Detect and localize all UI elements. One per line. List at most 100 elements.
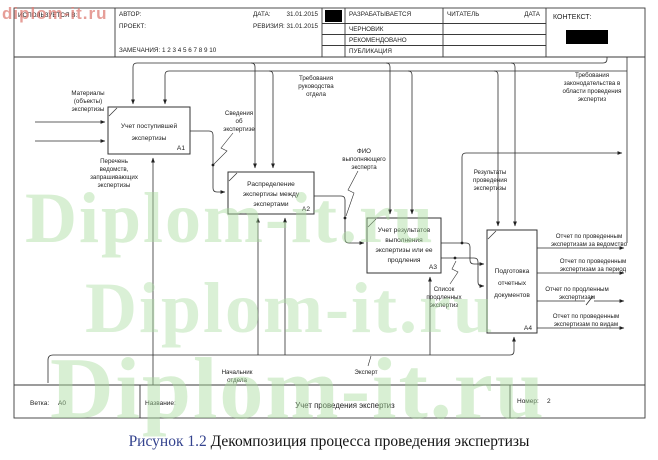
label-report-period: Отчет по проведенным [560, 258, 627, 265]
label-expert-name: эксперта [351, 164, 377, 171]
figure-caption-number: Рисунок 1.2 [128, 433, 207, 450]
status-row-publication: ПУБЛИКАЦИЯ [349, 48, 392, 55]
label-departments: ведомств, [100, 166, 129, 173]
reader-label: ЧИТАТЕЛЬ [447, 11, 479, 18]
label-materials: (объекты) [74, 98, 102, 105]
corner-mark-a2 [228, 172, 238, 182]
figure-caption-text: Декомпозиция процесса проведения эксперт… [210, 433, 530, 450]
leader-expert [367, 355, 372, 367]
project-label: ПРОЕКТ: [119, 23, 146, 30]
arrow-control-a4-left [493, 70, 500, 227]
sheet-border [13, 7, 646, 419]
arrow-a3-to-a4-upper [441, 242, 485, 266]
diagram-title: Учет проведения экспертиз [295, 401, 395, 410]
arrow-labels: Материалы (объекты) экспертизы Перечень … [71, 72, 627, 384]
label-law-req: области проведения [563, 88, 622, 95]
label-results: экспертизы [474, 185, 507, 192]
arrow-a1-to-a2 [190, 130, 226, 194]
activity-box-a4 [486, 229, 538, 334]
box-a3-label: продления [387, 257, 420, 264]
number-value: 2 [547, 398, 551, 405]
label-materials: экспертизы [72, 106, 105, 113]
box-a2-code: А2 [302, 206, 310, 213]
label-departments: Перечень [100, 158, 128, 165]
label-report-dept: Отчет по проведенным [556, 233, 623, 240]
label-mgmt-req: руководства [298, 83, 334, 90]
label-report-prolonged: экспертизам [559, 294, 595, 301]
leader-info [213, 132, 234, 165]
header-grid [13, 7, 646, 419]
box-a1-label: экспертизы [132, 135, 167, 142]
figure-caption: Рисунок 1.2 Декомпозиция процесса провед… [0, 433, 658, 451]
label-chief: отдела [227, 377, 247, 384]
line-break-slash [585, 295, 594, 306]
junction-dot [460, 241, 464, 245]
corner-mark-a3 [367, 218, 377, 228]
leader-prolonged [449, 260, 459, 285]
branch-value: А0 [58, 400, 66, 407]
status-row-draft: ЧЕРНОВИК [349, 26, 384, 33]
arrow-control-a2-right [268, 70, 275, 169]
context-marker-rect [566, 30, 608, 44]
label-report-prolonged: Отчет по продленным [545, 286, 608, 293]
date-label: ДАТА: [253, 11, 271, 18]
arrow-results-output [461, 151, 623, 243]
box-a1-code: А1 [177, 145, 185, 152]
label-chief: Начальник [222, 369, 253, 376]
corner-mark-a4 [487, 230, 497, 240]
label-results: Результаты [474, 169, 507, 176]
leader-expert-name [345, 170, 359, 217]
label-results: проведения [473, 177, 507, 184]
box-a3-label: экспертизы или ее [375, 247, 432, 254]
label-law-req: законодательства в [564, 80, 621, 87]
label-expert: Эксперт [354, 369, 377, 376]
status-marker-square [325, 10, 342, 22]
box-a3-label: выполнения [385, 237, 423, 244]
label-materials: Материалы [71, 90, 105, 97]
number-label: Номер: [517, 398, 539, 405]
label-prolonged: Список [434, 286, 455, 293]
junction-dot [453, 256, 457, 260]
notes-label: ЗАМЕЧАНИЯ: 1 2 3 4 5 6 7 8 9 10 [119, 47, 217, 54]
arrow-control-a2-left [250, 62, 257, 169]
arrow-a3-to-a4-lower [441, 257, 485, 288]
label-prolonged: продленных [426, 294, 462, 301]
activity-boxes [107, 106, 538, 334]
arrow-mechanism-bus [47, 354, 510, 383]
label-report-period: экспертизам за период [560, 266, 627, 273]
box-a3-label: Учет результатов [378, 227, 431, 234]
label-info: об [236, 118, 243, 125]
junction-dot [343, 216, 347, 220]
date-value: 31.01.2015 [286, 11, 318, 18]
bottom-band: Ветка: А0 Название: Учет проведения эксп… [30, 398, 551, 410]
branch-label: Ветка: [30, 400, 49, 407]
name-label: Название: [145, 400, 176, 407]
arrow-mechanism-a4 [509, 336, 516, 356]
arrow-control-bus1 [137, 57, 608, 64]
label-leaders [213, 132, 594, 367]
label-report-types: Отчет по проведенным [553, 313, 620, 320]
box-a3-code: А3 [429, 264, 437, 271]
arrow-network [35, 57, 628, 385]
label-info: экспертизе [223, 126, 255, 133]
arrow-control-a3-left [385, 62, 392, 215]
status-row-developing: РАЗРАБАТЫВАЕТСЯ [349, 11, 412, 18]
label-departments: экспертизы [98, 182, 131, 189]
box-a4-label: отчетных [498, 280, 527, 287]
arrow-control-a1-right [163, 70, 170, 105]
label-report-dept: экспертизам за ведомство [551, 241, 628, 248]
junction-dot [211, 163, 215, 167]
arrow-control-a4-right [510, 62, 517, 227]
revision-value: 31.01.2015 [286, 23, 318, 30]
junction-dots [211, 163, 464, 260]
box-a4-code: А4 [524, 325, 532, 332]
author-label: АВТОР: [119, 11, 142, 18]
arrow-control-a1-left [131, 62, 138, 105]
box-a2-label: экспертизы между [243, 191, 300, 198]
status-row-recommended: РЕКОМЕНДОВАНО [349, 37, 407, 44]
arrow-a2-to-a3 [314, 195, 365, 245]
label-info: Сведения [225, 110, 253, 117]
reader-date-label: ДАТА [524, 11, 541, 18]
box-a2-label: Распределение [247, 181, 295, 188]
